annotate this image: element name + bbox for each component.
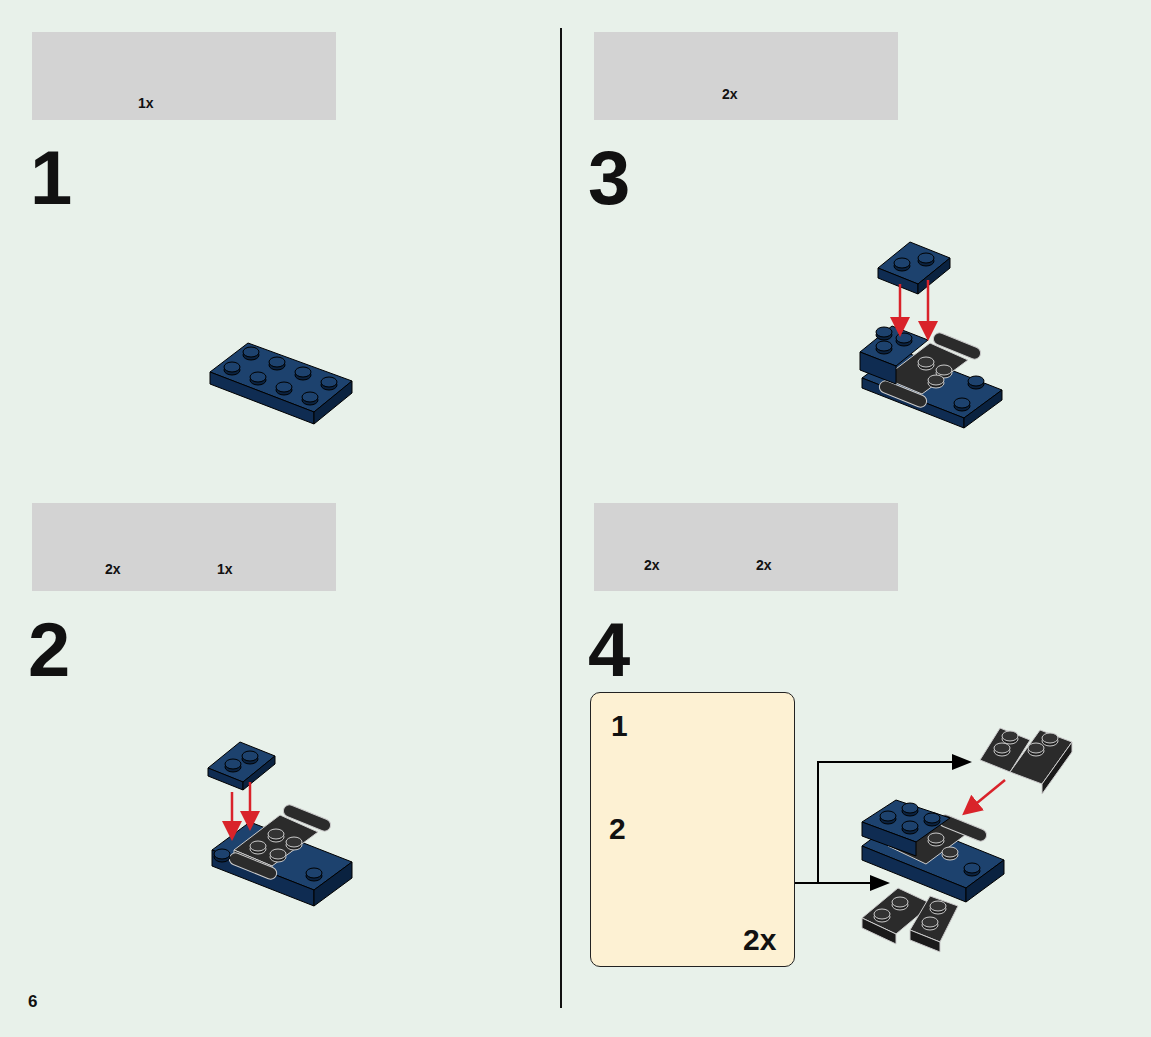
- step-2-model: [208, 742, 352, 906]
- step-number: 1: [30, 140, 72, 216]
- part-count: 2x: [105, 562, 121, 576]
- parts-callout: 2x 2x: [594, 503, 898, 591]
- page-number: 6: [28, 993, 37, 1010]
- plate-2x4: [210, 343, 352, 424]
- step-number: 4: [588, 612, 630, 688]
- divider: [560, 28, 562, 1008]
- sub-assembly-box: 1 2 2x: [590, 692, 795, 967]
- part-count: 1x: [138, 96, 154, 110]
- part-count: 2x: [644, 558, 660, 572]
- sub-step-label: 2: [609, 814, 626, 844]
- step-3-model: [860, 242, 1002, 428]
- step-4-model: [795, 728, 1072, 952]
- parts-callout: 2x: [594, 32, 898, 120]
- step-number: 2: [28, 612, 70, 688]
- part-count: 2x: [722, 87, 738, 101]
- sub-step-label: 1: [611, 711, 628, 741]
- part-icon: [107, 54, 845, 558]
- step-number: 3: [588, 140, 630, 216]
- parts-callout: 1x: [32, 32, 336, 120]
- part-count: 1x: [217, 562, 233, 576]
- part-count: 2x: [756, 558, 772, 572]
- parts-callout: 2x 1x: [32, 503, 336, 591]
- sub-step-label: 2x: [743, 925, 776, 955]
